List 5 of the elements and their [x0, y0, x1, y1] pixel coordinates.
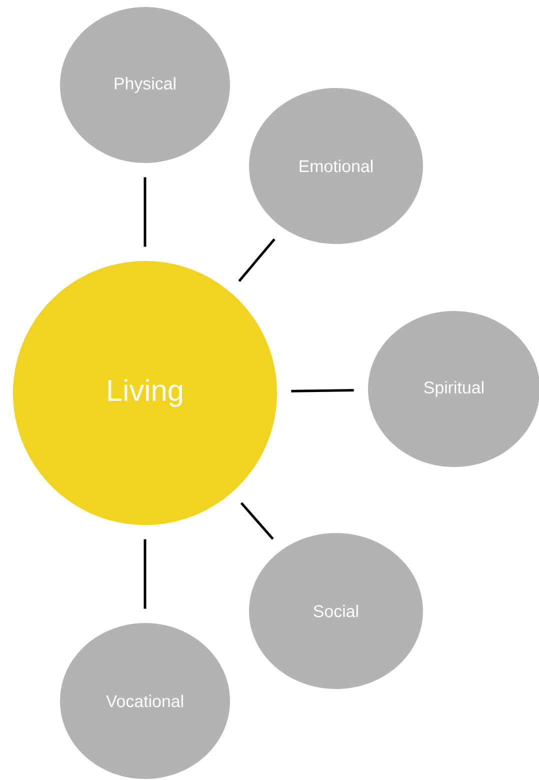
connector-line: [291, 389, 354, 392]
connector-line: [240, 502, 274, 540]
connector-line: [144, 539, 146, 609]
connector-line: [238, 238, 276, 282]
connector-line: [144, 177, 146, 247]
